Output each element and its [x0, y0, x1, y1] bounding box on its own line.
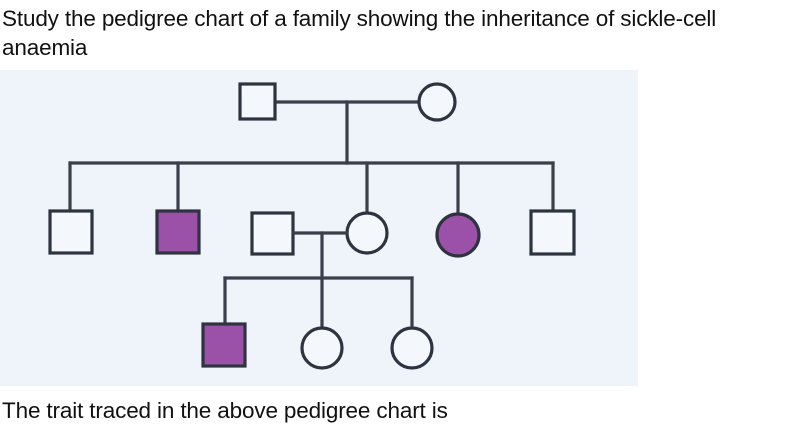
individual-I-1-male-unaffected [238, 82, 277, 121]
individual-II-6-male-unaffected [529, 209, 576, 256]
individual-II-5-female-affected [435, 212, 481, 258]
individual-II-2-male-affected [155, 209, 201, 255]
individual-II-4-female-unaffected [345, 211, 389, 255]
individual-II-1-male-unaffected [48, 209, 94, 255]
pedigree-diagram [48, 82, 576, 370]
individual-III-1-male-affected [201, 322, 247, 368]
individual-III-3-female-unaffected [390, 326, 434, 370]
question-prompt-top: Study the pedigree chart of a family sho… [2, 6, 717, 60]
individual-II-3-male-unaffected-spouse [250, 211, 295, 256]
individual-I-2-female-unaffected [417, 82, 457, 122]
pedigree-chart-figure [0, 70, 638, 386]
question-prompt-bottom: The trait traced in the above pedigree c… [2, 398, 448, 423]
individual-III-2-female-unaffected [300, 326, 344, 370]
